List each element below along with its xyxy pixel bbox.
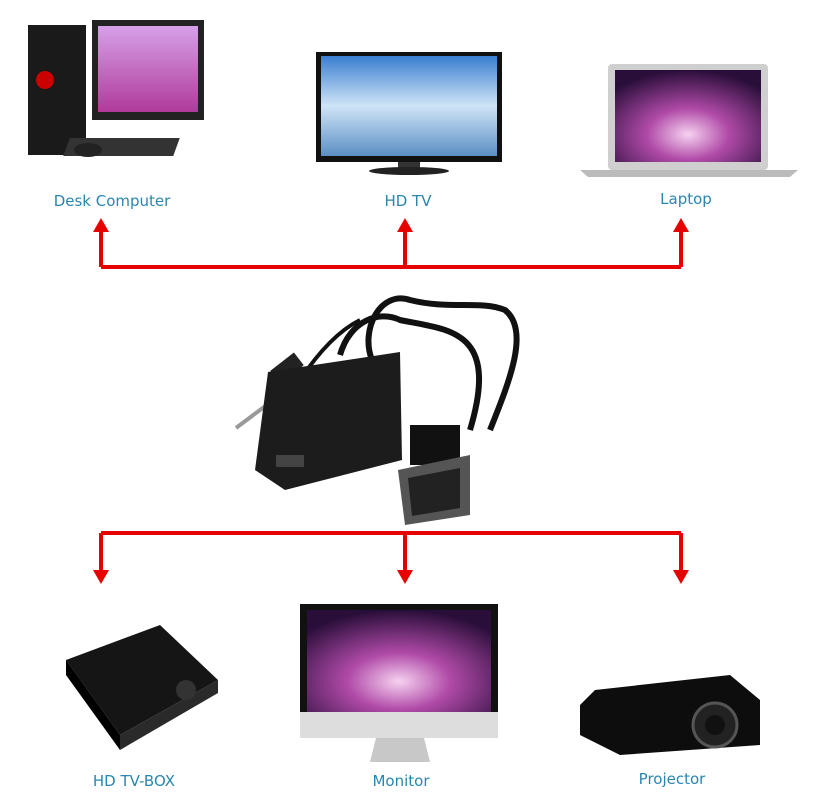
label-projector: Projector (639, 770, 706, 788)
tv-icon (316, 52, 502, 175)
projector-icon (580, 675, 760, 755)
monitor-icon (300, 604, 498, 762)
label-hd-tv: HD TV (384, 192, 432, 210)
hdmi-to-vga-adapter-icon (234, 295, 520, 525)
arrowheads-bottom (93, 570, 689, 584)
label-laptop: Laptop (660, 190, 712, 208)
label-monitor: Monitor (372, 772, 430, 790)
label-desk-computer: Desk Computer (54, 192, 171, 210)
label-hd-tv-box: HD TV-BOX (93, 772, 175, 790)
laptop-icon (580, 64, 798, 177)
arrowheads-top (93, 218, 689, 232)
desktop-computer-icon (28, 20, 204, 157)
arrows-to-bottom-devices (99, 531, 683, 572)
arrows-to-top-devices (99, 230, 683, 269)
tv-box-icon (66, 625, 218, 750)
